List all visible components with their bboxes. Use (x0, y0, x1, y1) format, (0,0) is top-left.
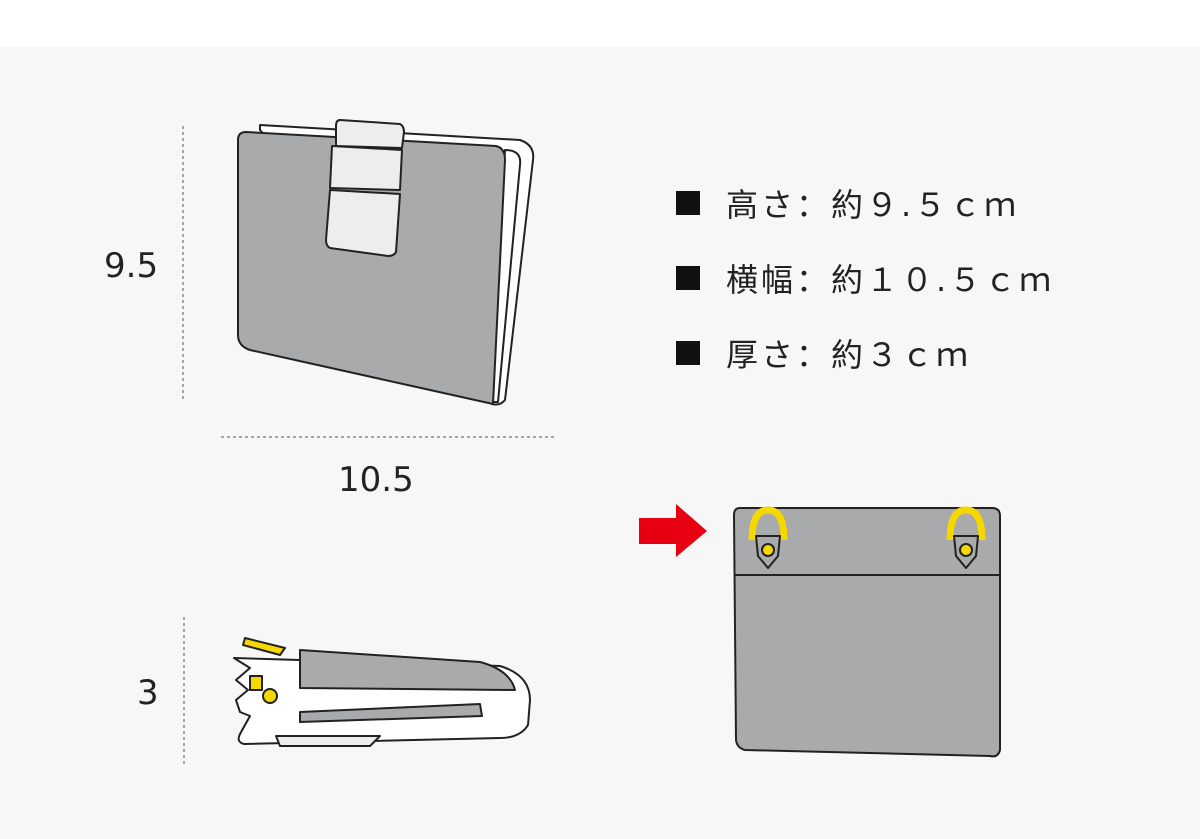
spec-thickness: 厚さ：約３ｃｍ (676, 330, 971, 376)
wallet-front-view (237, 119, 535, 406)
bullet-square-icon (676, 341, 700, 365)
spec-width: 横幅：約１０.５ｃｍ (676, 255, 1054, 301)
spec-height: 高さ：約９.５ｃｍ (676, 180, 1019, 226)
red-arrow-icon (639, 504, 707, 557)
wallet-back-view (733, 506, 1001, 758)
thickness-dimension-label: 3 (137, 673, 159, 713)
spec-width-text: 横幅：約１０.５ｃｍ (726, 261, 1055, 299)
height-dimension-label: 9.5 (104, 246, 159, 286)
bullet-square-icon (676, 266, 700, 290)
spec-thickness-text: 厚さ：約３ｃｍ (726, 336, 972, 374)
spec-height-text: 高さ：約９.５ｃｍ (726, 186, 1020, 224)
bullet-square-icon (676, 191, 700, 215)
wallet-side-view (233, 637, 531, 747)
width-dimension-label: 10.5 (338, 460, 414, 500)
